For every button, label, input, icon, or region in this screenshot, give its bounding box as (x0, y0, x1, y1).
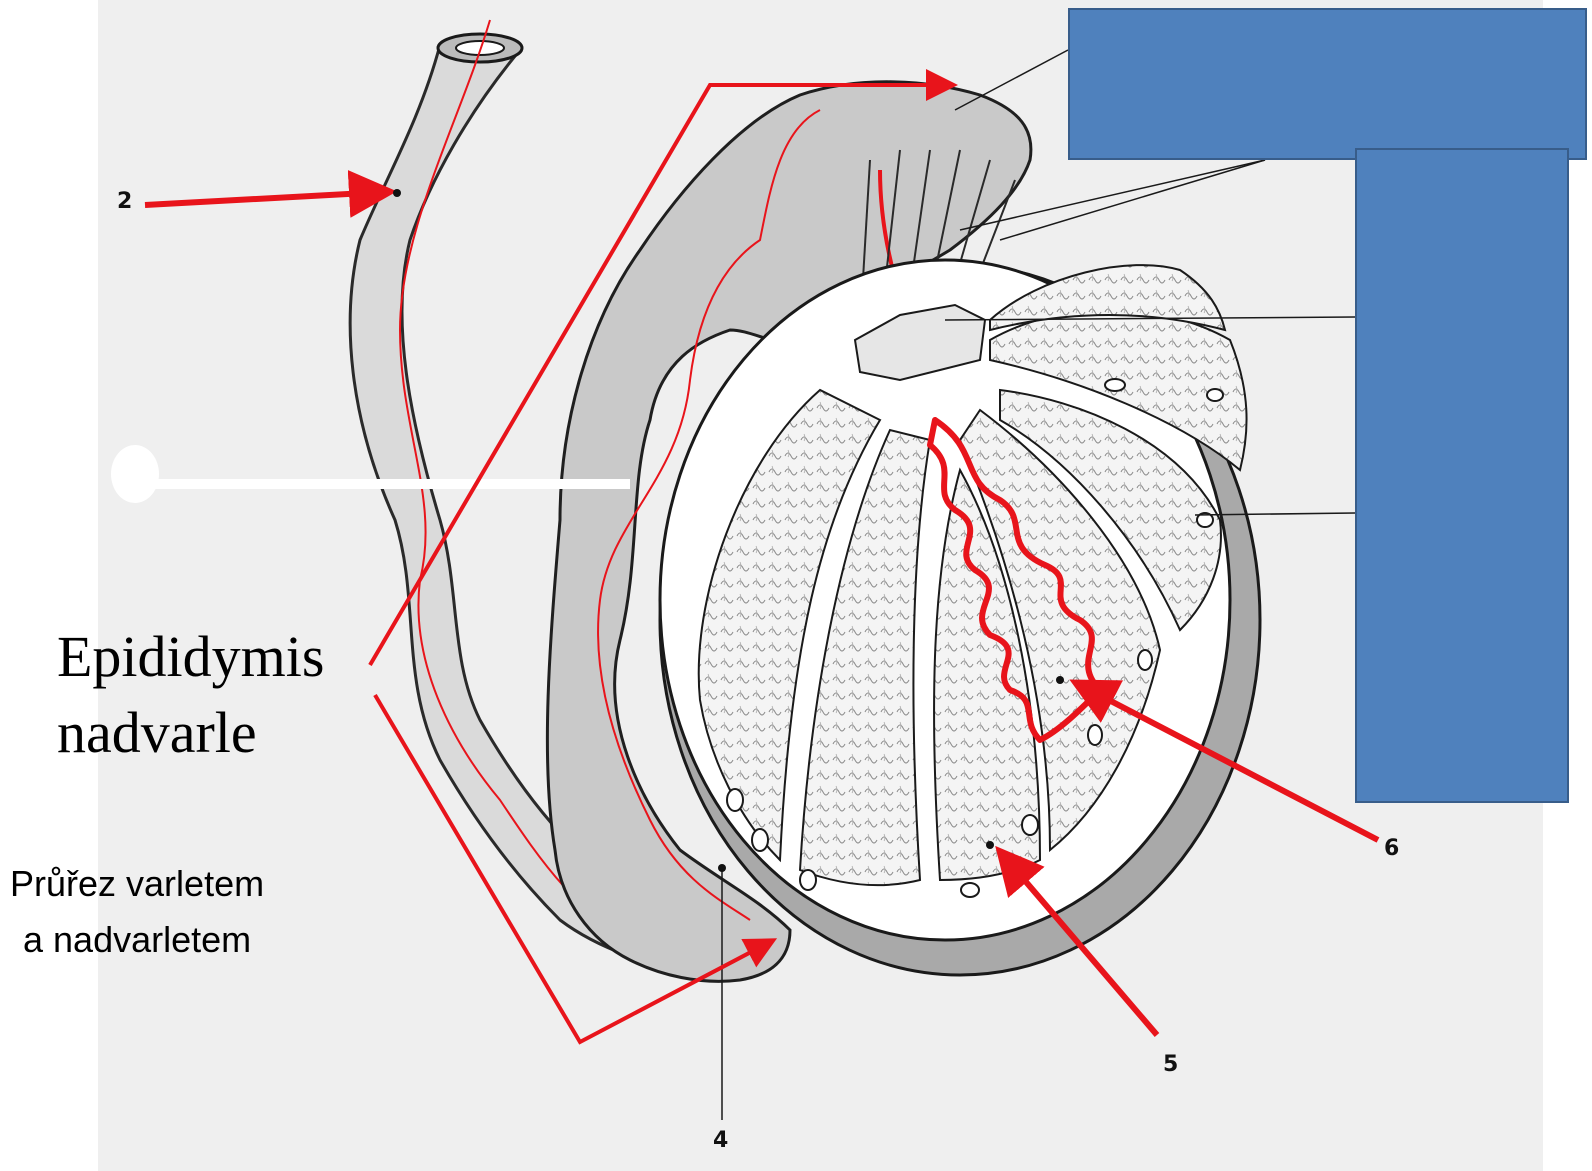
label-number-4: 4 (713, 1128, 728, 1153)
label-number-5: 5 (1163, 1052, 1178, 1077)
hidden-label-box-top (1068, 8, 1587, 160)
label-number-2: 2 (117, 189, 132, 214)
label-epididymis-cz: nadvarle (57, 704, 257, 762)
label-section-line2: a nadvarletem (23, 922, 251, 958)
label-number-6: 6 (1384, 836, 1399, 861)
label-epididymis-en: Epididymis (57, 628, 324, 686)
hidden-label-box-right (1355, 148, 1569, 803)
label-section-line1: Průřez varletem (10, 866, 264, 902)
testis-section (660, 260, 1260, 975)
